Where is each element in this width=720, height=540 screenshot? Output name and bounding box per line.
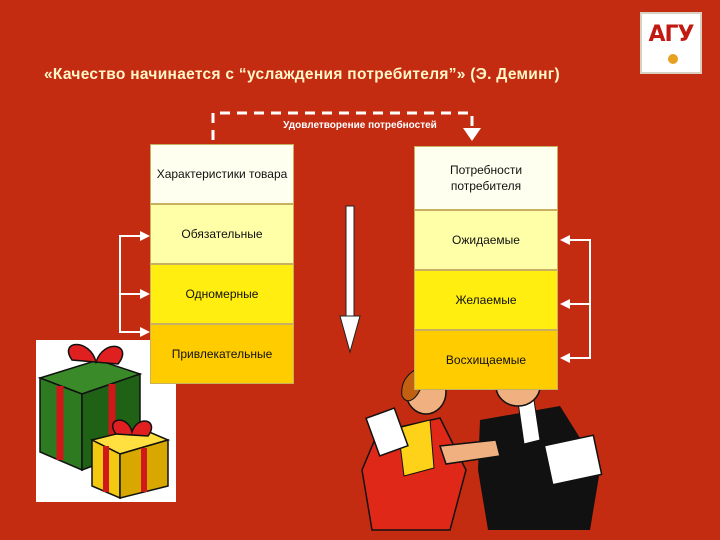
item-text: Ожидаемые [452,232,520,247]
item-text: Желаемые [455,292,517,307]
satisfaction-label: Удовлетворение потребностей [283,120,437,131]
logo-text: АГУ [648,22,694,47]
header-text: Характеристики товара [156,166,288,181]
dashed-feedback-line [211,111,474,140]
dashed-line-arrowhead-icon [463,128,481,141]
characteristic-attractive: Привлекательные [150,324,294,384]
down-arrow-icon [339,205,361,354]
right-bracket-arrows [562,239,591,359]
header-text: Потребности потребителя [449,162,523,193]
characteristic-one-dimensional: Одномерные [150,264,294,324]
product-characteristics-header: Характеристики товара [150,144,294,204]
left-bracket-arrows [119,235,148,333]
slide-title: «Качество начинается с “услаждения потре… [44,66,561,83]
logo-emblem-icon [668,54,678,64]
item-text: Восхищаемые [445,352,527,367]
left-arrowheads-icon [140,231,150,337]
university-logo: АГУ [640,12,702,74]
need-expected: Ожидаемые [414,210,558,270]
item-text: Обязательные [181,226,263,241]
item-text: Одномерные [185,286,259,301]
right-arrowheads-icon [560,235,570,363]
customer-needs-header: Потребности потребителя [414,146,558,210]
need-desired: Желаемые [414,270,558,330]
characteristic-mandatory: Обязательные [150,204,294,264]
need-delightful: Восхищаемые [414,330,558,390]
gift-boxes-illustration [36,340,176,502]
item-text: Привлекательные [171,346,273,361]
